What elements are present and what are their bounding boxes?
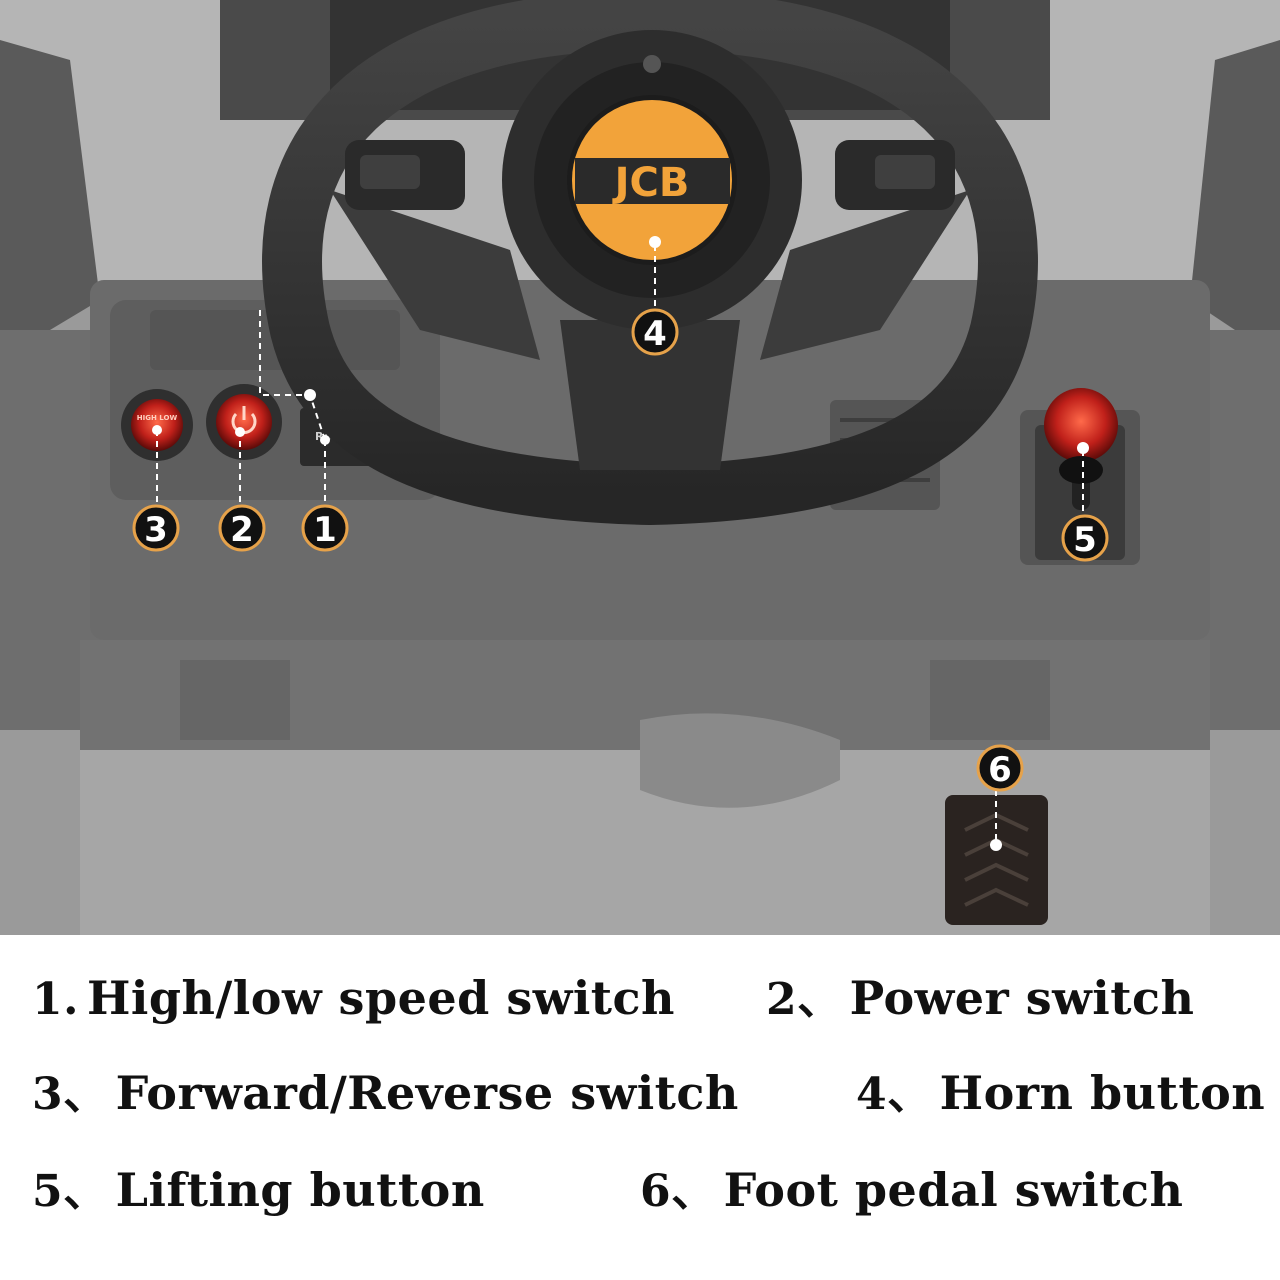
legend-number: 3、 <box>32 1069 108 1120</box>
legend: 1.High/low speed switch 2、Power switch 3… <box>0 935 1280 1280</box>
svg-text:1: 1 <box>313 510 337 550</box>
svg-text:6: 6 <box>988 750 1012 790</box>
svg-text:3: 3 <box>144 510 168 550</box>
legend-item-4: 4、Horn button <box>856 1070 1265 1117</box>
legend-number: 1. <box>32 974 79 1025</box>
legend-text: Foot pedal switch <box>723 1163 1184 1217</box>
marker-6: 6 <box>976 744 1024 792</box>
marker-3: 3 <box>132 504 180 552</box>
svg-text:4: 4 <box>643 314 667 354</box>
legend-text: Forward/Reverse switch <box>115 1066 739 1120</box>
legend-item-2: 2、Power switch <box>766 975 1194 1022</box>
svg-text:5: 5 <box>1073 520 1097 560</box>
legend-item-3: 3、Forward/Reverse switch <box>32 1070 739 1117</box>
marker-1: 1 <box>301 504 349 552</box>
legend-number: 4、 <box>856 1069 932 1120</box>
marker-2: 2 <box>218 504 266 552</box>
legend-item-6: 6、Foot pedal switch <box>640 1167 1183 1214</box>
legend-text: Lifting button <box>115 1163 485 1217</box>
legend-number: 6、 <box>640 1166 716 1217</box>
legend-text: Power switch <box>849 971 1195 1025</box>
jcb-logo: JCB <box>612 160 690 206</box>
legend-number: 2、 <box>766 974 842 1025</box>
marker-5: 5 <box>1061 514 1109 562</box>
legend-item-5: 5、Lifting button <box>32 1167 485 1214</box>
dashboard-photo: HIGH LOW Reverse <box>0 0 1280 935</box>
legend-text: High/low speed switch <box>86 971 675 1025</box>
marker-4: 4 <box>631 308 679 356</box>
steering-wheel: JCB <box>262 0 1038 526</box>
legend-item-1: 1.High/low speed switch <box>32 975 675 1022</box>
lift-lever-knob[interactable] <box>1044 388 1118 462</box>
svg-text:HIGH LOW: HIGH LOW <box>137 414 178 422</box>
legend-text: Horn button <box>939 1066 1266 1120</box>
legend-number: 5、 <box>32 1166 108 1217</box>
svg-text:2: 2 <box>230 510 254 550</box>
